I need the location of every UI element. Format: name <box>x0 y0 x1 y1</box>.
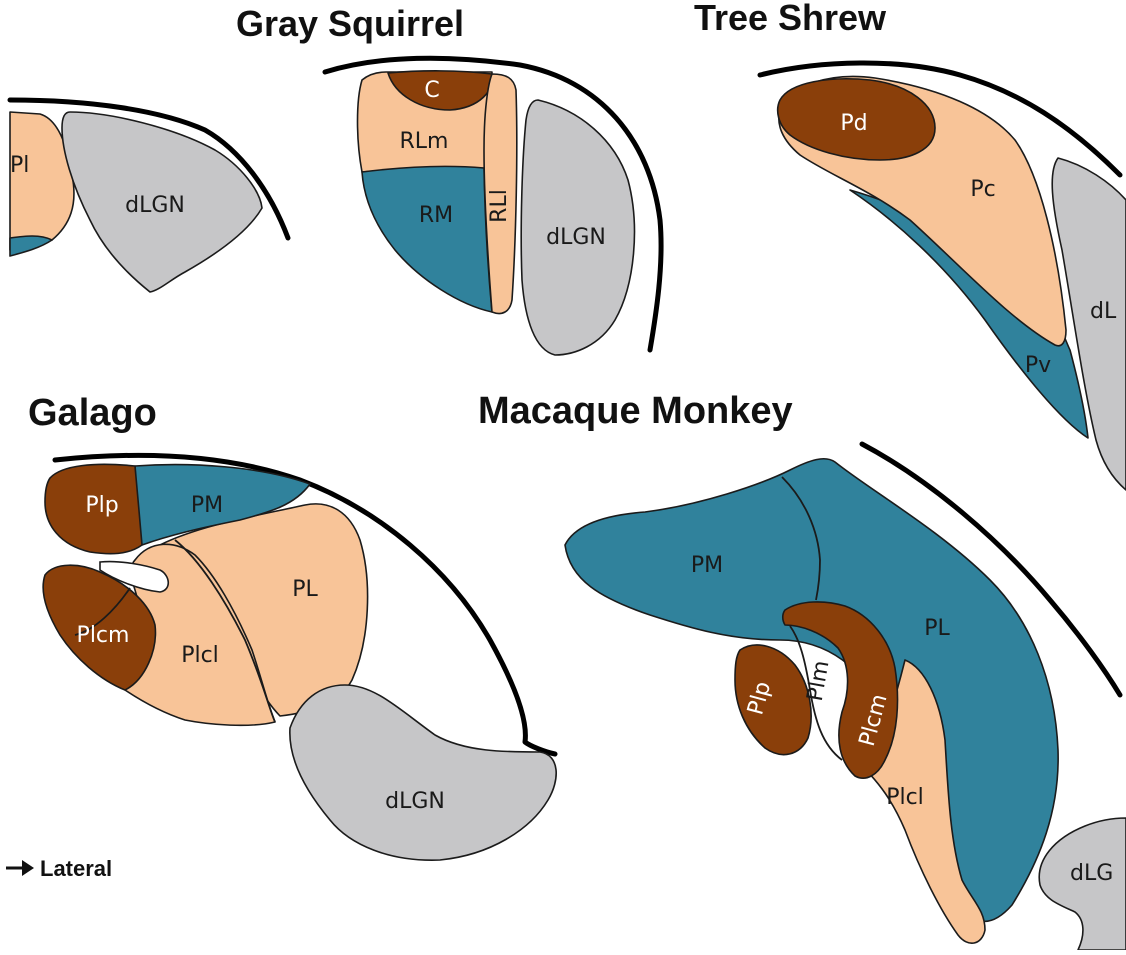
tree-shrew-pv-label: Pv <box>1025 353 1051 378</box>
galago-pm-label: PM <box>191 493 223 518</box>
lateral-label: Lateral <box>40 856 112 881</box>
galago-title: Galago <box>28 392 157 434</box>
squirrel-dlgn-label: dLGN <box>546 225 606 250</box>
macaque-dlgn-label: dLG <box>1070 861 1113 886</box>
squirrel-rm-label: RM <box>419 203 453 228</box>
macaque-title: Macaque Monkey <box>478 390 793 432</box>
left-teal-sliver <box>10 236 52 256</box>
galago-plcl-label: Plcl <box>181 643 219 668</box>
left-partial-panel: Pl dLGN <box>10 100 288 292</box>
macaque-plm-label: Plm <box>803 659 835 704</box>
tree-shrew-dlgn-label: dL <box>1090 299 1117 324</box>
tree-shrew-panel: Pd Pc Pv dL <box>760 63 1126 490</box>
squirrel-rll-label: RLl <box>487 189 512 223</box>
tree-shrew-title: Tree Shrew <box>694 0 887 38</box>
left-pl-label: Pl <box>10 153 29 178</box>
left-dlgn-label: dLGN <box>125 193 185 218</box>
squirrel-rm-region <box>362 166 492 312</box>
galago-plcm-label: Plcm <box>77 623 130 648</box>
tree-shrew-pd-label: Pd <box>840 111 867 136</box>
squirrel-c-label: C <box>424 78 439 103</box>
galago-panel: Plp PM PL Plcm Plcl dLGN <box>43 455 556 860</box>
macaque-pl-label: PL <box>924 616 950 641</box>
orientation-legend: Lateral <box>6 856 112 881</box>
right-arrow-icon <box>6 860 34 876</box>
galago-dlgn-region <box>290 685 556 860</box>
tree-shrew-pc-label: Pc <box>970 177 995 202</box>
squirrel-panel: C RLm RM RLl dLGN <box>325 58 661 355</box>
squirrel-title: Gray Squirrel <box>236 3 464 44</box>
macaque-panel: PM PL Plp Plm Plcm Plcl dLG <box>565 444 1126 950</box>
macaque-plcl-label: Plcl <box>886 785 924 810</box>
squirrel-rlm-label: RLm <box>400 129 449 154</box>
galago-pl-label: PL <box>292 577 318 602</box>
macaque-pm-label: PM <box>691 553 723 578</box>
galago-plp-label: Plp <box>85 493 118 518</box>
galago-dlgn-label: dLGN <box>385 789 445 814</box>
